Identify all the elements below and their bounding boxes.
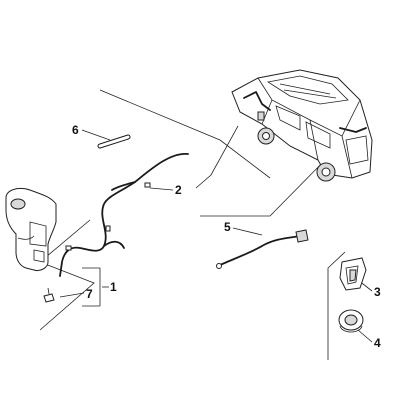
callout-1: 1 <box>110 280 117 294</box>
separator-line-lower <box>39 219 95 331</box>
part-7-connector <box>43 287 55 303</box>
washer-reservoir <box>5 187 57 271</box>
callout-5: 5 <box>224 220 231 234</box>
leader-line-5 <box>200 151 334 217</box>
leader-lines <box>39 89 373 360</box>
hose-clip <box>105 225 111 232</box>
leader-5 <box>232 227 263 236</box>
part-5-rear-hose <box>216 229 309 269</box>
separator-small-parts <box>327 251 346 360</box>
hose-clip-2 <box>144 182 151 188</box>
separator-line-upper <box>99 89 271 179</box>
callout-2: 2 <box>175 183 182 197</box>
part-1-washer-hose <box>59 153 189 277</box>
callout-6: 6 <box>72 123 79 137</box>
leader-4 <box>357 329 373 343</box>
callout-4: 4 <box>374 336 381 350</box>
part-6-hose-segment <box>97 134 131 149</box>
hose-clip <box>65 245 72 251</box>
callout-7: 7 <box>86 287 93 301</box>
reservoir-cap <box>10 198 26 210</box>
leader-line-car-to-hose <box>195 125 239 189</box>
callout-3: 3 <box>374 285 381 299</box>
vehicle-illustration <box>231 69 373 182</box>
leader-6 <box>81 129 111 141</box>
leader-7 <box>59 292 85 298</box>
leader-2 <box>149 187 174 191</box>
part-3-clip <box>339 257 367 291</box>
part-4-grommet <box>338 309 364 333</box>
vehicle-reservoir-marker <box>257 111 265 121</box>
